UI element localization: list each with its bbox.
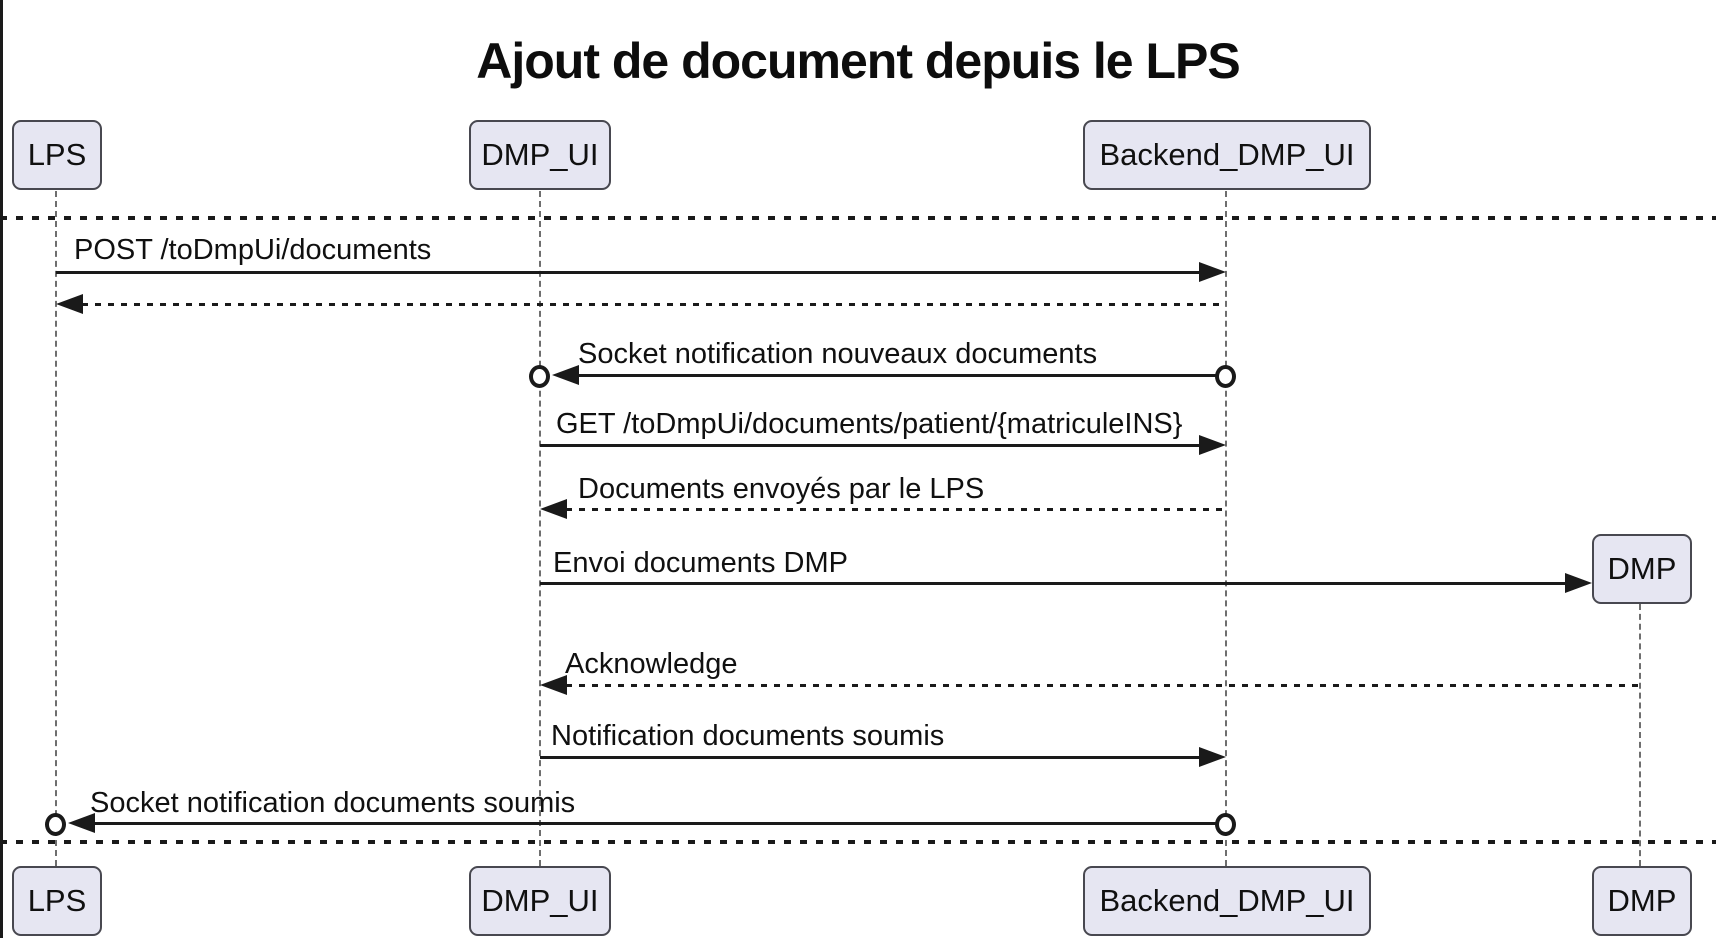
actor-box-lps-bottom: LPS (12, 866, 102, 936)
message-label: Socket notification documents soumis (90, 787, 576, 819)
actor-label: DMP_UI (481, 883, 599, 918)
message-line (94, 822, 1218, 825)
message-line (540, 582, 1568, 585)
message-label: Socket notification nouveaux documents (578, 338, 1098, 370)
arrowhead-left-icon (540, 675, 567, 695)
actor-label: DMP (1607, 883, 1677, 918)
message-line (540, 756, 1204, 759)
message-line (540, 444, 1204, 447)
actor-box-dmp-mid: DMP (1592, 534, 1692, 604)
arrowhead-right-icon (1199, 435, 1226, 455)
message-line (82, 303, 1226, 306)
message-line (566, 684, 1640, 687)
actor-label: Backend_DMP_UI (1099, 883, 1355, 918)
arrowhead-right-icon (1199, 262, 1226, 282)
diagram-title: Ajout de document depuis le LPS (476, 33, 1241, 89)
lifeline-backend-dmp-ui (1225, 191, 1227, 866)
actor-label: DMP (1607, 551, 1677, 586)
lifeline-dmp-ui (539, 191, 541, 866)
top-separator-line (0, 216, 1716, 220)
message-line (578, 374, 1218, 377)
arrowhead-right-icon (1199, 747, 1226, 767)
arrowhead-left-icon (68, 813, 95, 833)
actor-label: DMP_UI (481, 137, 599, 172)
socket-circle-icon (1215, 813, 1236, 836)
socket-circle-icon (1215, 365, 1236, 388)
arrowhead-left-icon (552, 365, 579, 385)
arrowhead-right-icon (1565, 573, 1592, 593)
message-label: Documents envoyés par le LPS (578, 473, 985, 505)
actor-box-backend-dmp-ui-top: Backend_DMP_UI (1083, 120, 1371, 190)
message-label: GET /toDmpUi/documents/patient/{matricul… (556, 408, 1183, 440)
lifeline-dmp (1639, 604, 1641, 866)
socket-circle-icon (529, 365, 550, 388)
arrowhead-left-icon (56, 294, 83, 314)
bottom-separator-line (0, 840, 1716, 844)
actor-label: LPS (27, 137, 87, 172)
message-line (56, 271, 1204, 274)
actor-label: Backend_DMP_UI (1099, 137, 1355, 172)
message-line (566, 508, 1226, 511)
arrowhead-left-icon (540, 499, 567, 519)
lifeline-lps (55, 191, 57, 866)
message-label: Acknowledge (565, 648, 738, 680)
actor-box-backend-dmp-ui-bottom: Backend_DMP_UI (1083, 866, 1371, 936)
message-label: Notification documents soumis (551, 720, 945, 752)
actor-box-lps-top: LPS (12, 120, 102, 190)
message-label: Envoi documents DMP (553, 547, 848, 579)
actor-box-dmp-ui-bottom: DMP_UI (469, 866, 611, 936)
actor-box-dmp-ui-top: DMP_UI (469, 120, 611, 190)
left-page-border (0, 0, 3, 938)
actor-label: LPS (27, 883, 87, 918)
message-label: POST /toDmpUi/documents (74, 234, 432, 266)
actor-box-dmp-bottom: DMP (1592, 866, 1692, 936)
socket-circle-icon (45, 813, 66, 836)
